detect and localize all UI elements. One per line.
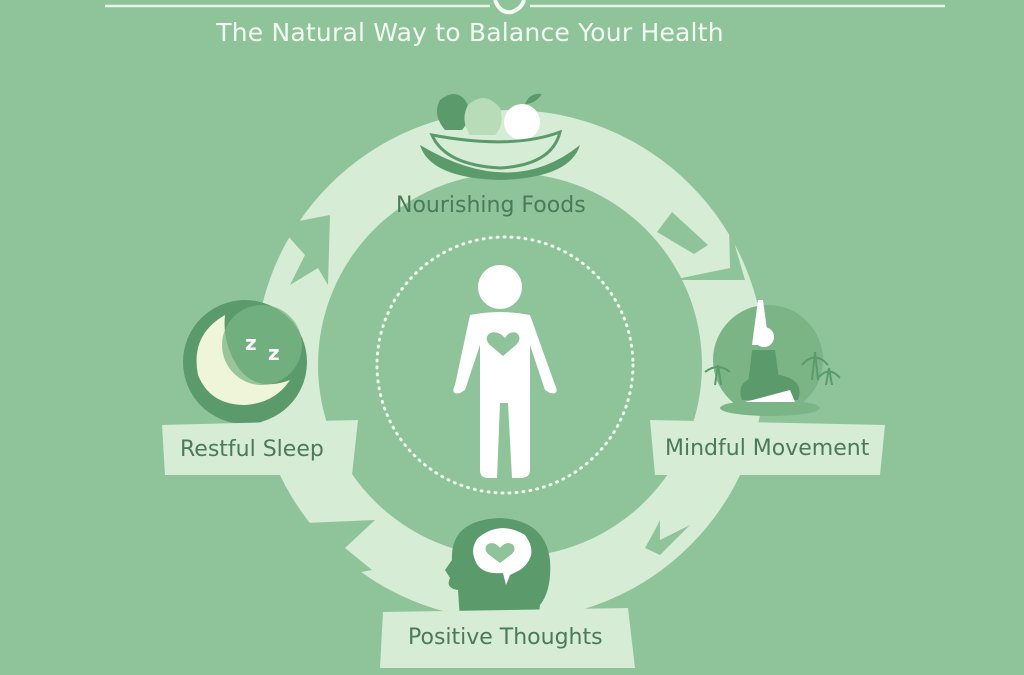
center-dotted-ring xyxy=(375,235,635,495)
label-nourishing-foods: Nourishing Foods xyxy=(396,193,586,218)
arrow-bottom-right xyxy=(645,520,690,555)
person-with-heart-icon xyxy=(453,265,557,478)
meditation-icon xyxy=(704,300,841,416)
banner-restful-sleep xyxy=(162,420,358,475)
salad-bowl-icon xyxy=(420,93,580,180)
arrow-bottom-left xyxy=(305,520,375,578)
arrow-top-right xyxy=(657,212,745,280)
arrow-top-left xyxy=(278,215,330,285)
svg-text:z: z xyxy=(245,331,257,355)
label-restful-sleep: Restful Sleep xyxy=(180,437,324,462)
moon-sleep-icon: z z xyxy=(183,300,307,424)
label-mindful-movement: Mindful Movement xyxy=(665,436,870,461)
banner-positive-thoughts xyxy=(380,608,635,668)
svg-text:z: z xyxy=(268,341,280,365)
title-divider xyxy=(105,0,945,15)
subtitle: The Natural Way to Balance Your Health xyxy=(216,18,724,47)
banner-mindful-movement xyxy=(650,420,885,475)
head-heart-icon xyxy=(445,518,551,620)
label-positive-thoughts: Positive Thoughts xyxy=(408,625,603,650)
